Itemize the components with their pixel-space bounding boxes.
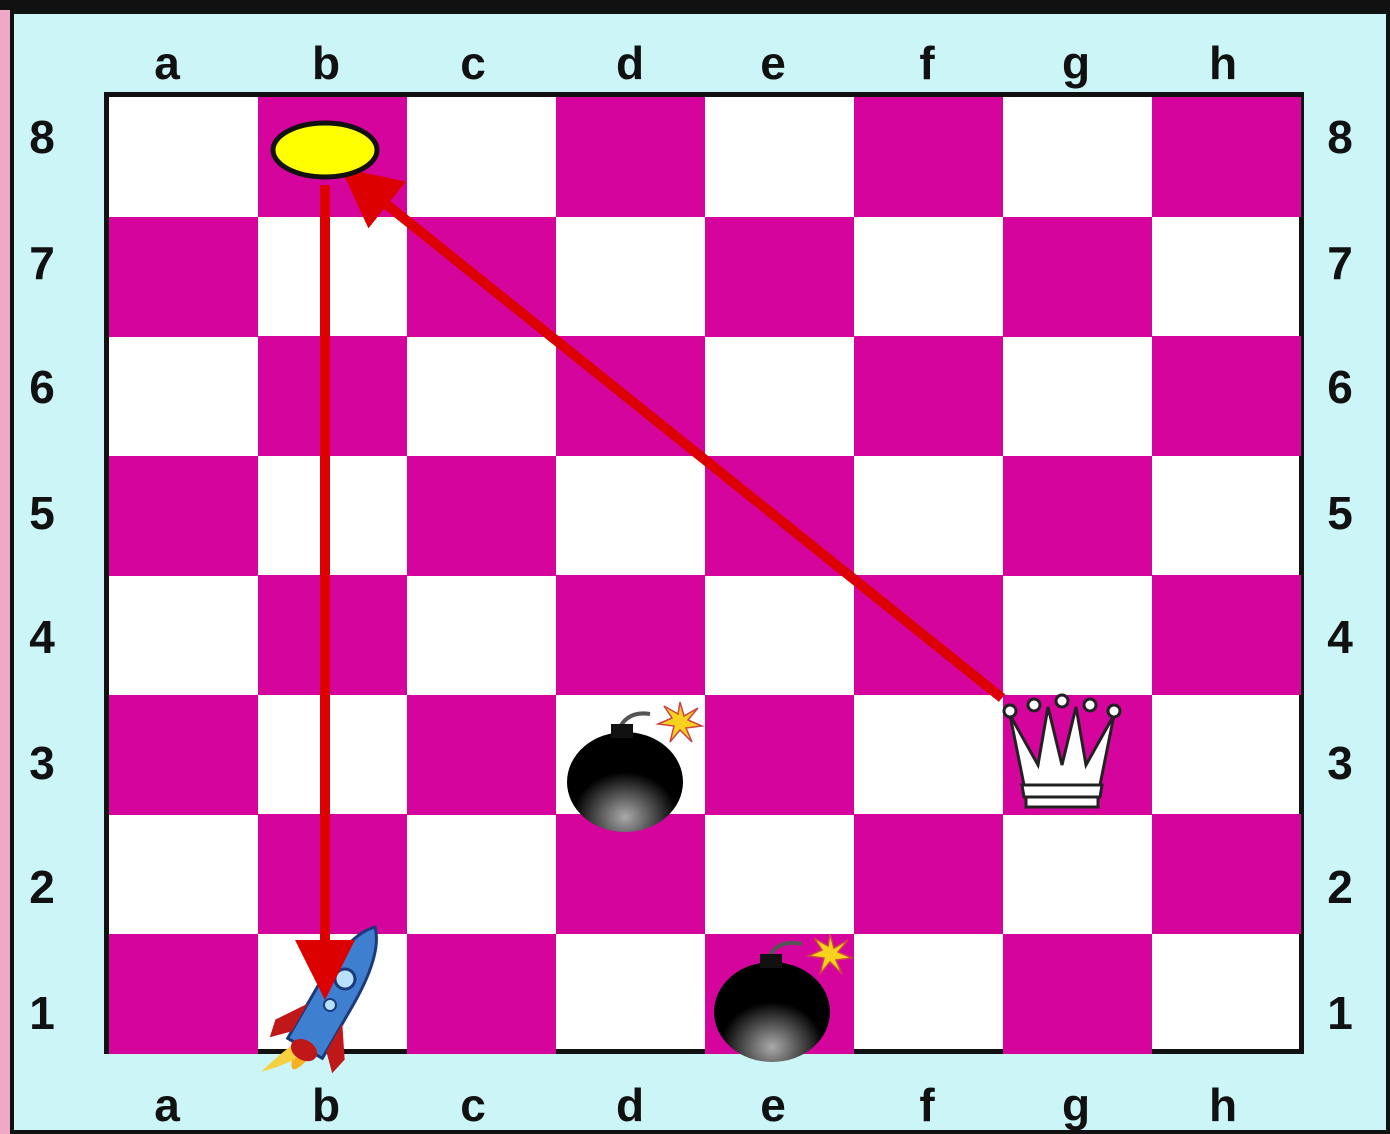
bomb-icon xyxy=(567,702,702,832)
target-marker xyxy=(273,123,377,177)
queen-icon xyxy=(1004,695,1120,807)
bomb-icon xyxy=(714,934,852,1062)
move-arrow xyxy=(356,180,1002,698)
